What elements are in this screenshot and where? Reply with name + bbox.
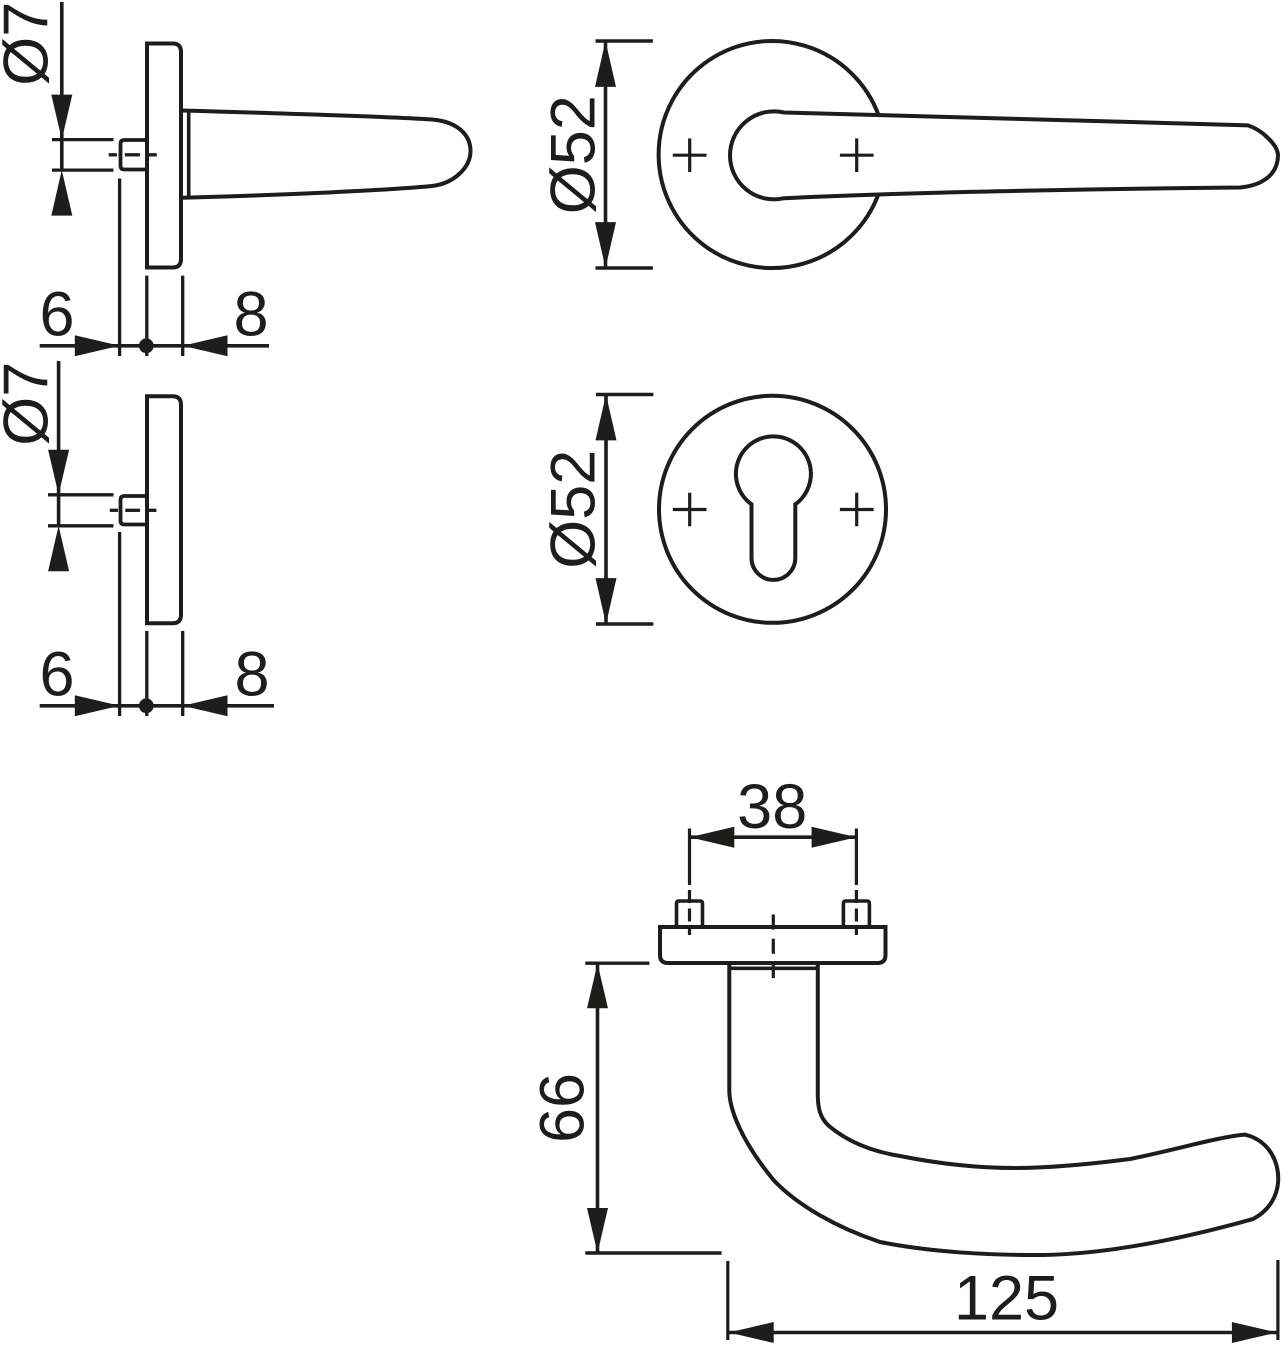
svg-text:Ø7: Ø7: [0, 362, 62, 446]
svg-text:6: 6: [39, 280, 74, 350]
svg-text:Ø52: Ø52: [539, 95, 609, 214]
svg-text:8: 8: [234, 640, 269, 710]
svg-text:6: 6: [39, 640, 74, 710]
svg-text:Ø52: Ø52: [539, 450, 609, 569]
svg-text:8: 8: [233, 280, 268, 350]
svg-text:38: 38: [737, 772, 807, 842]
svg-text:66: 66: [528, 1073, 598, 1143]
svg-text:125: 125: [954, 1264, 1059, 1334]
svg-text:Ø7: Ø7: [0, 2, 62, 86]
